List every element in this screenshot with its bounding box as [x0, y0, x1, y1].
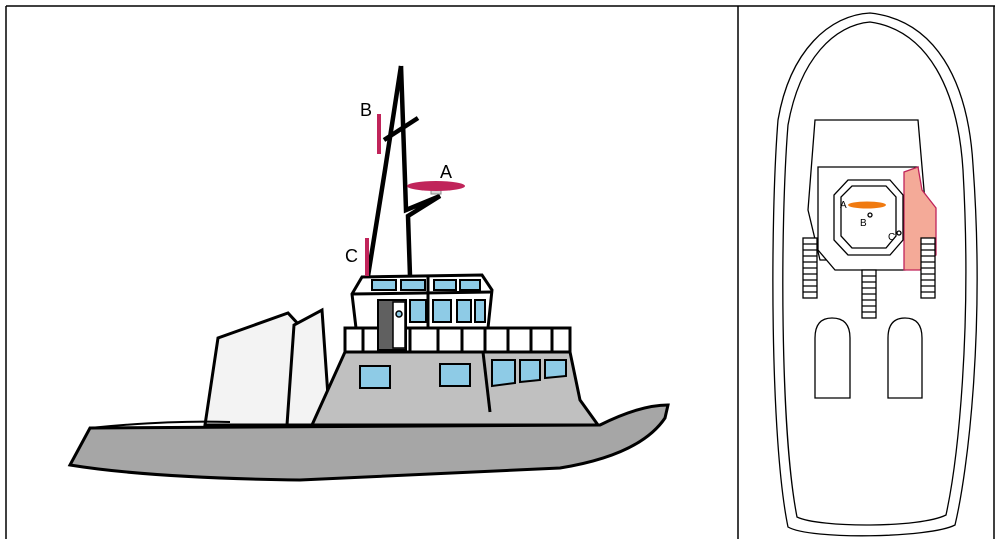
top-label-a: A [840, 200, 847, 211]
top-ladder-left [802, 237, 818, 299]
rear-fin-left [203, 311, 302, 427]
top-antenna-b [867, 212, 873, 218]
top-fin-left [814, 317, 851, 399]
side-view-boat: A B C [67, 65, 670, 482]
top-fin-right [887, 317, 923, 399]
top-antenna-a [848, 201, 886, 209]
wheelhouse-front-windows [409, 299, 486, 323]
top-view-boat: A B C [772, 12, 978, 537]
top-antenna-c [896, 230, 902, 236]
lower-cabin-windows [359, 359, 567, 389]
side-label-b: B [360, 100, 372, 120]
antenna-a [407, 181, 465, 195]
top-bridge-octagon [833, 179, 904, 256]
top-ladder-right [920, 237, 936, 299]
antenna-c [365, 238, 369, 276]
top-hull-outer [772, 12, 978, 537]
mast [365, 65, 442, 277]
side-label-a: A [440, 162, 452, 182]
top-ladder-center [861, 269, 877, 319]
antenna-b [377, 114, 381, 154]
hull [67, 403, 670, 482]
top-hull-inner [782, 21, 967, 526]
figure-borders [5, 5, 995, 539]
wheelhouse-top-windows [371, 279, 481, 291]
top-label-c: C [888, 232, 895, 243]
top-label-b: B [860, 218, 867, 229]
side-label-c: C [345, 246, 358, 266]
